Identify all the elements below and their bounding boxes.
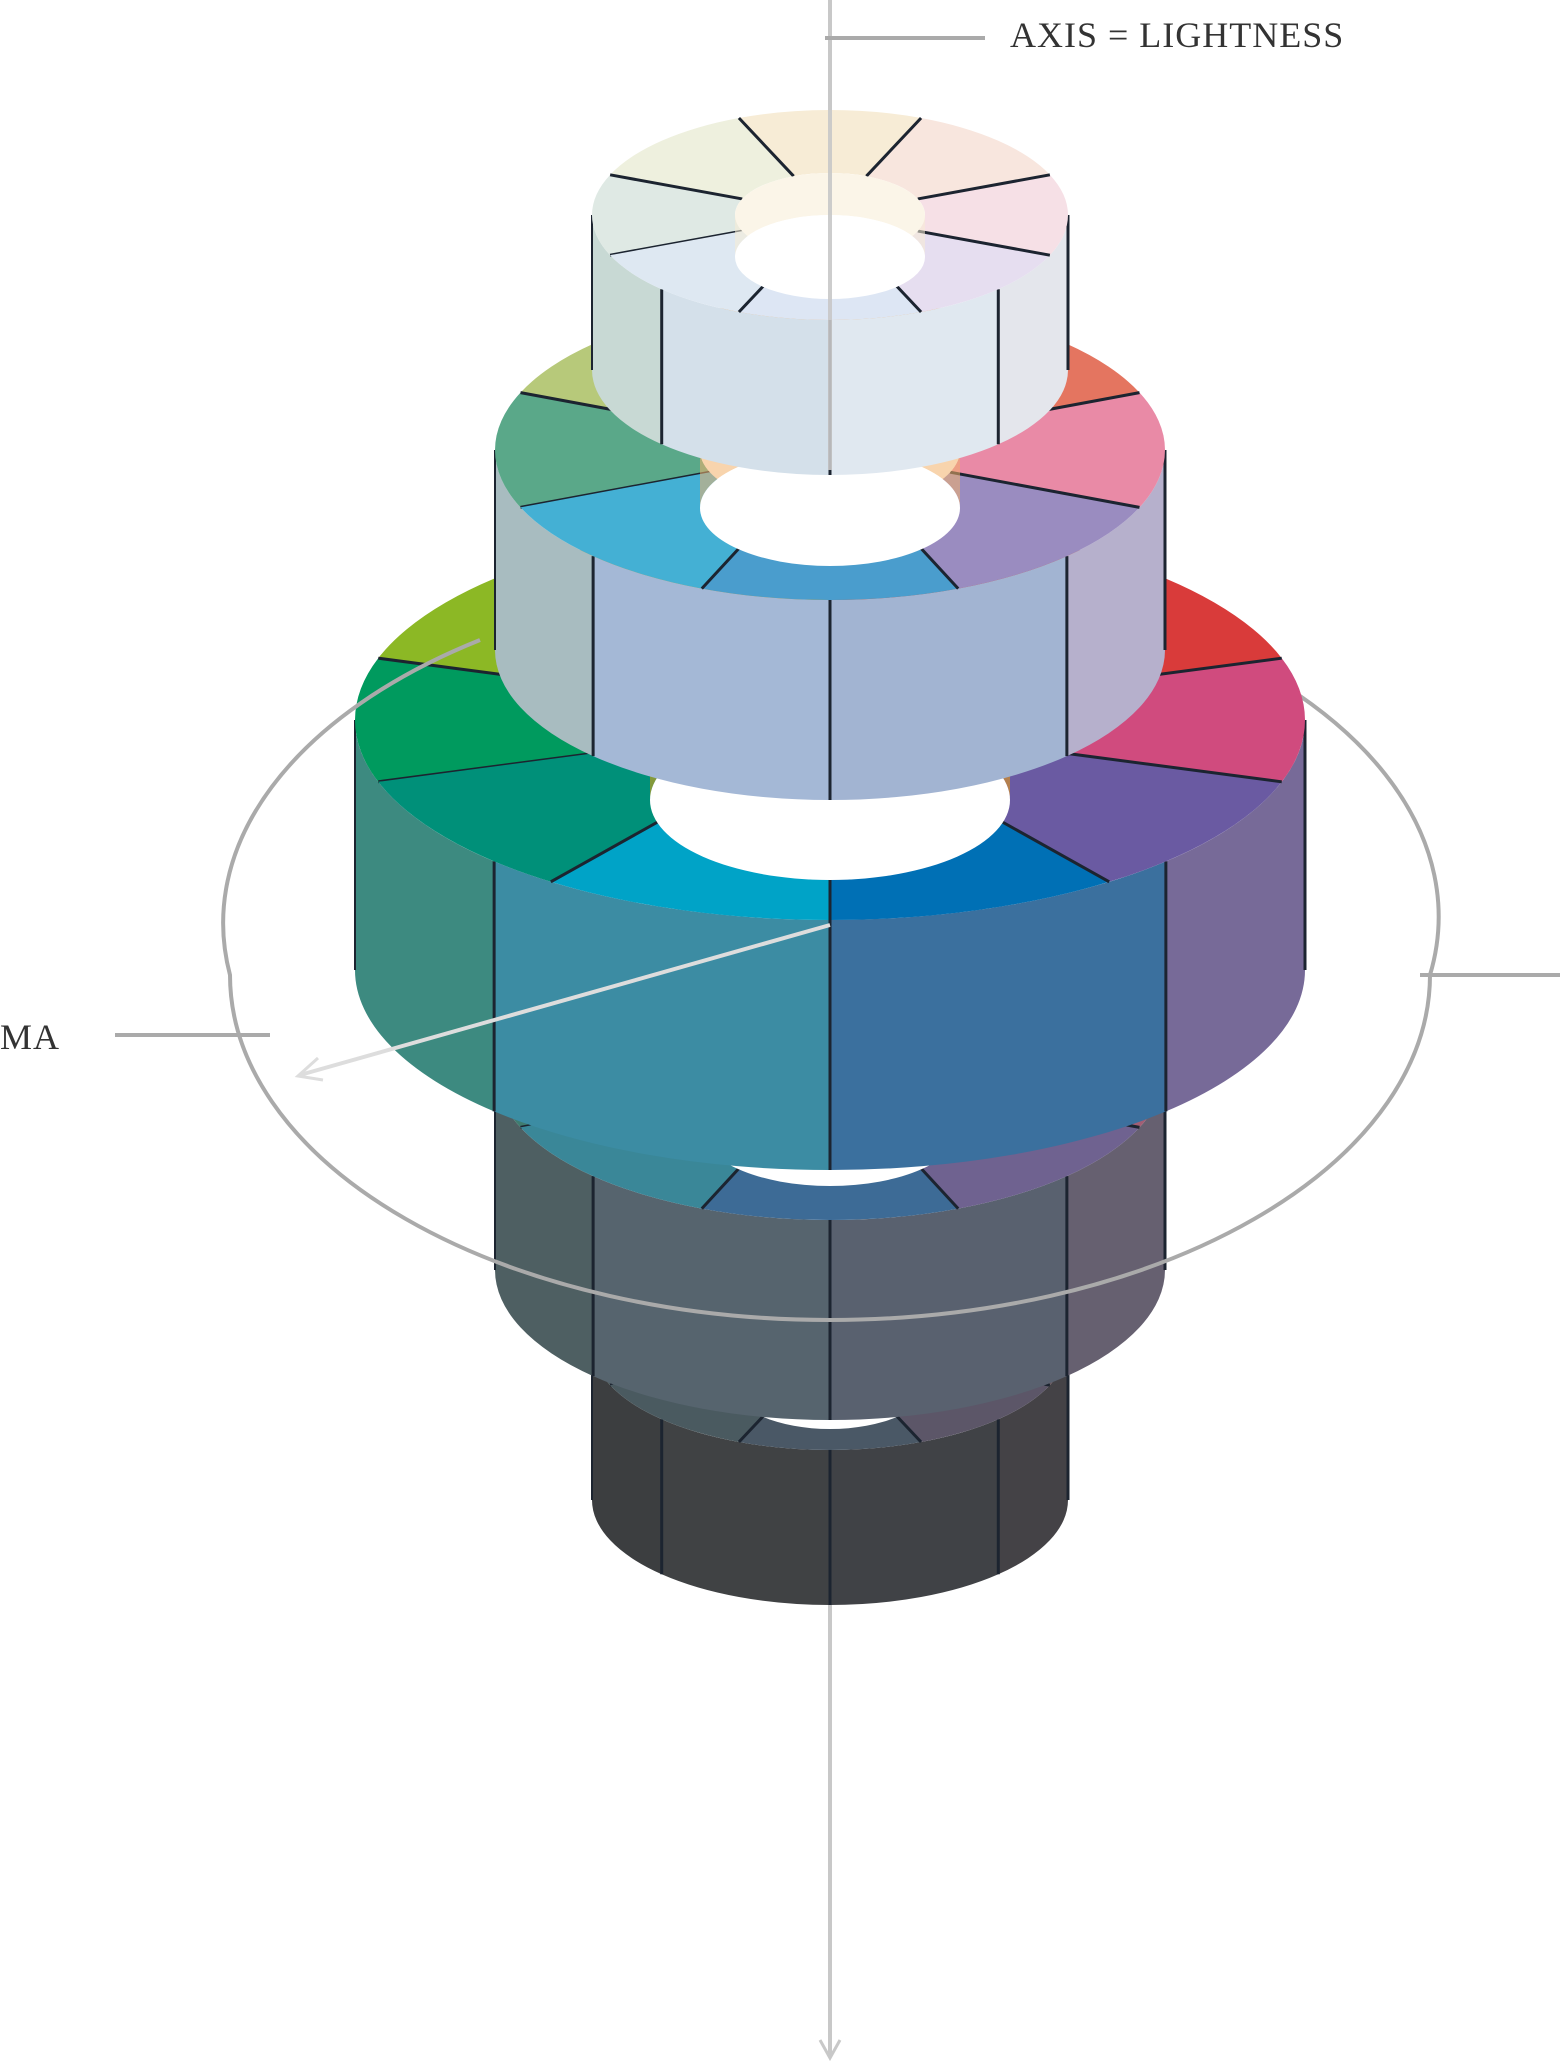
tier-side-segment: [661, 1419, 830, 1605]
hue-segment: [935, 744, 1282, 882]
axis-lightness-label: AXIS = LIGHTNESS: [1010, 15, 1345, 55]
chroma-radius-arrow: [299, 923, 831, 1077]
axis-arrow-down: [818, 2039, 842, 2062]
tier-side-segment: [830, 289, 999, 475]
tier-side-segment: [355, 720, 495, 1112]
tier-side-segment: [593, 556, 830, 800]
hue-divider: [737, 116, 795, 178]
tier-side-segment: [830, 556, 1067, 800]
hue-divider: [609, 173, 743, 201]
tier-side-segment: [661, 289, 830, 475]
chroma-ellipse-front: [221, 638, 1432, 1322]
hue-divider: [917, 173, 1051, 201]
tier-side-segment: [830, 1176, 1067, 1420]
tier-side-segment: [592, 1345, 662, 1575]
tier-side-segment: [495, 450, 594, 757]
tier-side-segment: [1066, 450, 1165, 757]
hue-segment: [917, 174, 1068, 256]
hue-divider: [949, 470, 1140, 509]
tier-side-segment: [1165, 720, 1305, 1112]
hue-segment: [592, 174, 743, 256]
tier-side-segment: [495, 1070, 594, 1377]
chroma-label: MA: [0, 1017, 61, 1057]
tier-side-segment: [830, 1419, 999, 1605]
hue-segment: [866, 117, 1050, 199]
hole-bottom: [700, 450, 960, 566]
tier-side-segment: [998, 1345, 1068, 1575]
tier-side-segment: [494, 861, 830, 1170]
tier-side-segment: [998, 215, 1068, 445]
tier-side-segment: [593, 1176, 830, 1420]
chroma-arrow-head: [294, 1056, 324, 1082]
tier-side-segment: [830, 861, 1166, 1170]
hue-segment: [610, 117, 794, 199]
tier-side-segment: [592, 215, 662, 445]
tier-side-segment: [1066, 1070, 1165, 1377]
hue-divider: [917, 229, 1051, 257]
hue-segment: [378, 744, 725, 882]
hue-divider: [865, 116, 923, 178]
